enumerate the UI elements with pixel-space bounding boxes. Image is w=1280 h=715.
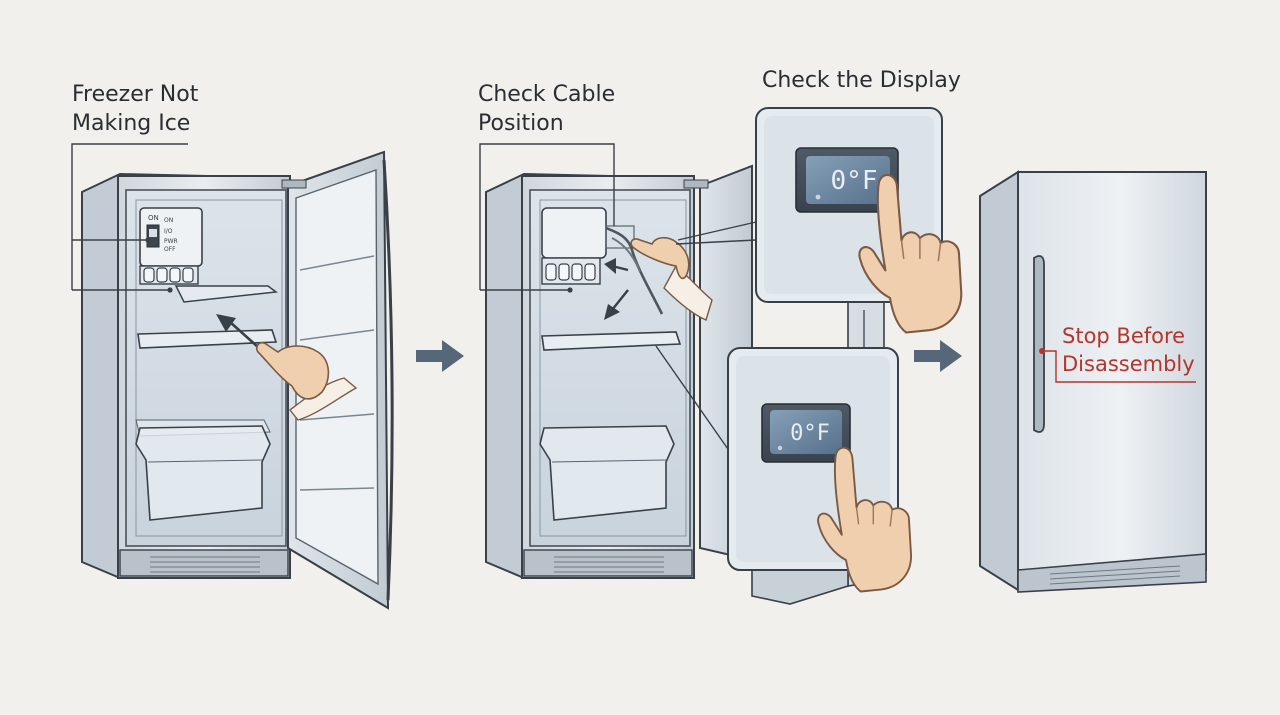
label-freezer-not-making-ice: Freezer Not Making Ice [72, 82, 199, 136]
fridge-open-2 [479, 143, 757, 580]
svg-text:PWR: PWR [164, 238, 178, 245]
display-zoom-panel-bottom [727, 347, 913, 593]
label-check-cable-position: Check Cable Position [478, 82, 616, 136]
label-stop-before-disassembly: Stop Before Disassembly [1062, 324, 1195, 376]
svg-text:I/O: I/O [164, 228, 173, 235]
label-check-the-display: Check the Display [762, 68, 961, 93]
right-arrow-icon [416, 340, 464, 372]
fridge-closed [979, 170, 1207, 593]
svg-text:ON: ON [148, 214, 159, 222]
right-arrow-icon [914, 340, 962, 372]
display-zoom-panel-top [755, 107, 963, 334]
fridge-open-1: ON I/O PWR [71, 143, 394, 610]
